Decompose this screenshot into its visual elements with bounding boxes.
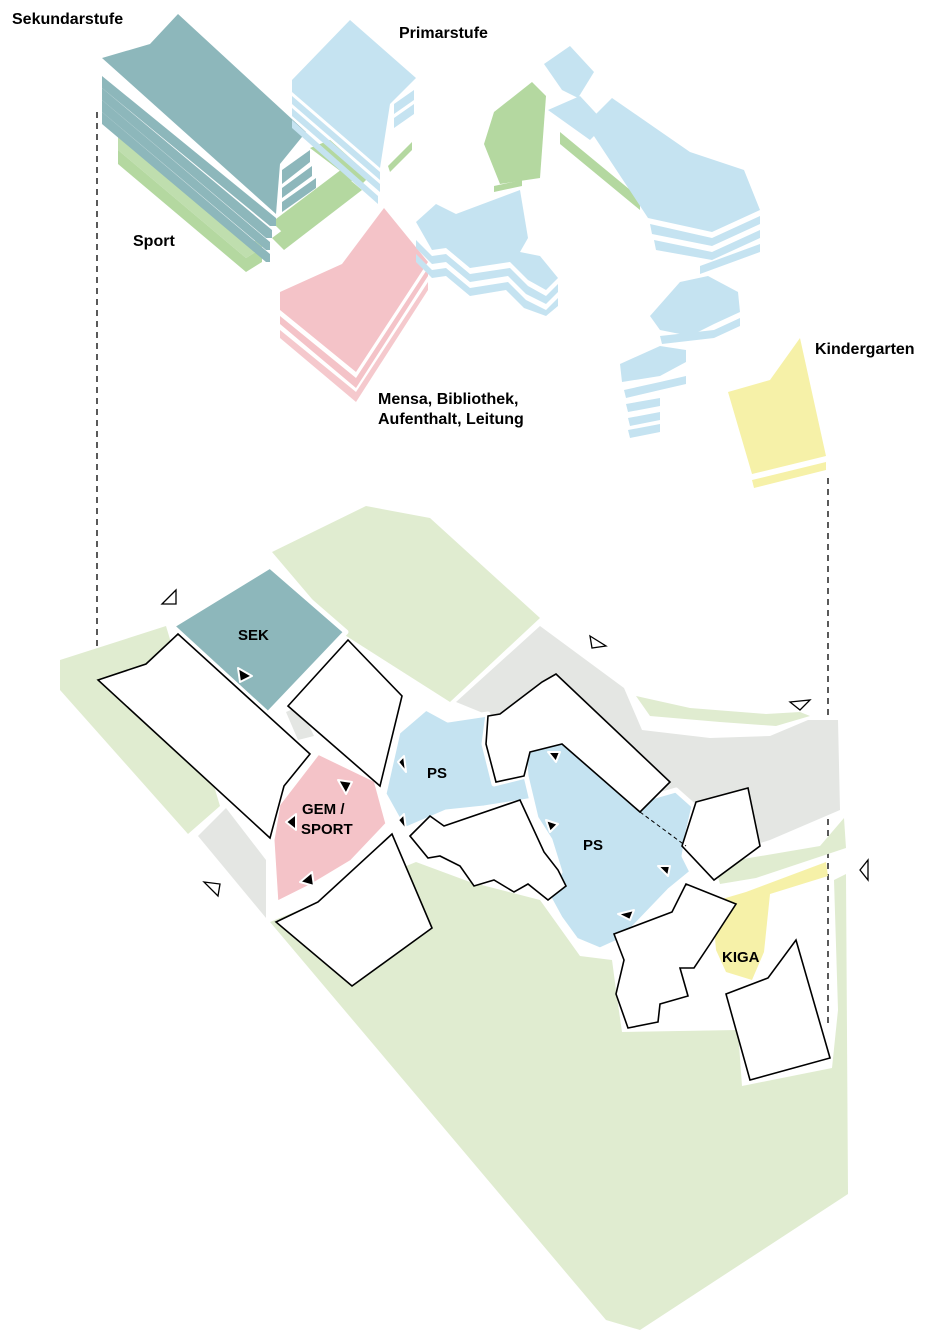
ps-west-slab-3 xyxy=(292,108,380,192)
green-south xyxy=(270,862,848,1330)
primarstufe-west-volume xyxy=(292,20,416,204)
green-east-small xyxy=(714,818,846,884)
ps-east-lower xyxy=(650,276,740,336)
sport-slab-6 xyxy=(388,142,412,172)
ps-west-side xyxy=(394,90,414,128)
building-ps-north xyxy=(485,673,672,814)
green-north xyxy=(272,506,540,702)
building-ps-south xyxy=(612,882,738,1029)
ps-east-stack-c xyxy=(626,398,660,412)
ps-east-top xyxy=(586,98,760,232)
ps-west-slab-4 xyxy=(292,120,378,204)
ps-mid-top xyxy=(416,190,558,290)
ps-east-slab-4 xyxy=(700,244,760,274)
label-gem-line1: GEM / xyxy=(302,801,345,818)
ps-east-lower-slab xyxy=(660,318,740,344)
paved-west xyxy=(198,808,266,918)
building-sek-wing xyxy=(96,632,312,840)
label-ps-west: PS xyxy=(427,765,447,782)
ps-east-stack-b xyxy=(624,376,686,398)
building-south-west xyxy=(274,832,433,988)
gem-sport-zone xyxy=(269,749,391,907)
green-slab xyxy=(494,180,522,192)
building-ps-middle xyxy=(408,799,568,902)
sek-slab-5 xyxy=(102,112,270,262)
label-kiga: KIGA xyxy=(722,949,760,966)
building-footprints xyxy=(96,632,831,1081)
green-bar xyxy=(560,132,640,210)
green-areas xyxy=(60,506,848,1330)
building-kiga xyxy=(725,938,831,1081)
entrance-arrow-icon xyxy=(545,819,559,833)
sek-slab-top xyxy=(102,14,306,214)
label-mensa-line2: Aufenthalt, Leitung xyxy=(378,411,524,428)
entrance-arrow-icon xyxy=(237,667,253,683)
site-plan: SEK PS PS GEM / SPORT KIGA xyxy=(60,506,869,1330)
axonometric-view: Sekundarstufe Primarstufe Sport Kinderga… xyxy=(12,11,915,488)
primarstufe-middle-volume xyxy=(416,190,558,316)
label-sek: SEK xyxy=(238,627,269,644)
green-block xyxy=(484,82,546,184)
entrance-arrow-icon xyxy=(547,751,561,763)
entrance-arrow-icon xyxy=(337,779,353,795)
ps-east-slab-2 xyxy=(650,216,760,246)
sek-slab-2 xyxy=(102,76,276,226)
entrance-markers xyxy=(237,667,671,921)
view-direction-markers xyxy=(160,588,869,898)
ps-east-stack-d xyxy=(628,412,660,426)
entrance-arrow-icon xyxy=(617,909,635,921)
view-direction-triangle-icon xyxy=(788,699,812,711)
projection-lines xyxy=(96,112,829,1024)
label-mensa-line1: Mensa, Bibliothek, xyxy=(378,391,518,408)
mensa-volume xyxy=(280,208,428,402)
primarstufe-east-volume xyxy=(544,46,760,438)
label-gem-line2: SPORT xyxy=(301,821,353,838)
sekundarstufe-volume xyxy=(102,14,316,262)
kiga-path xyxy=(712,862,828,980)
label-kindergarten: Kindergarten xyxy=(815,341,915,358)
building-ps-east xyxy=(681,787,761,882)
building-north-block xyxy=(286,638,403,788)
entrance-arrow-icon xyxy=(285,813,297,831)
label-ps-east: PS xyxy=(583,837,603,854)
ps-west-slab-2 xyxy=(292,96,380,180)
ps-mid-slab-3 xyxy=(416,254,558,316)
view-direction-triangle-icon xyxy=(160,588,177,605)
ps-zone-west xyxy=(381,705,537,833)
kiga-top xyxy=(728,338,826,474)
ps-mid-slab-2 xyxy=(416,240,558,304)
sek-slab-3 xyxy=(102,88,272,238)
view-direction-triangle-icon xyxy=(589,634,608,649)
label-sport: Sport xyxy=(133,233,175,250)
kiga-slab xyxy=(752,462,826,488)
entrance-arrow-icon xyxy=(657,865,671,877)
sport-slab-1 xyxy=(118,150,262,272)
ps-east-stack-e xyxy=(628,424,660,438)
paved-mid xyxy=(286,706,314,740)
label-sekundarstufe: Sekundarstufe xyxy=(12,11,123,28)
ps-east-slab-3 xyxy=(654,230,760,260)
view-direction-triangle-icon xyxy=(859,858,869,882)
sek-side-stack xyxy=(282,150,316,212)
sport-slab-3 xyxy=(272,180,362,250)
sport-slab-4 xyxy=(272,166,358,234)
sek-zone xyxy=(169,563,349,717)
entrance-arrow-icon xyxy=(397,813,407,831)
ps-east-small xyxy=(544,46,594,98)
label-primarstufe: Primarstufe xyxy=(399,25,488,42)
ps-east-stack-a xyxy=(620,346,686,382)
entrance-arrow-icon xyxy=(397,755,407,773)
entrance-arrow-icon xyxy=(299,871,315,887)
view-direction-triangle-icon xyxy=(202,881,221,898)
building-link-dashed xyxy=(639,811,687,847)
sek-slab-4 xyxy=(102,100,270,250)
green-east-strip xyxy=(636,696,810,726)
ps-west-top xyxy=(292,20,416,168)
sport-hall-east xyxy=(484,82,640,210)
mensa-top xyxy=(280,208,428,372)
kindergarten-volume xyxy=(728,338,826,488)
